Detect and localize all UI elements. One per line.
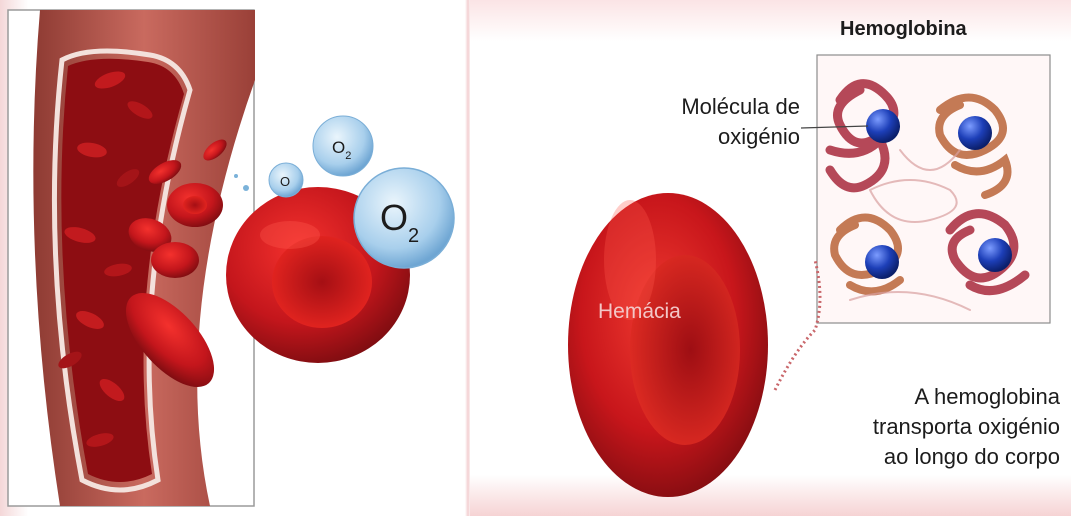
caption-line-2: transporta oxigénio xyxy=(810,412,1060,442)
oxygen-label-line-1: Molécula de xyxy=(640,92,800,122)
red-blood-cell xyxy=(568,193,768,497)
blood-vessel-illustration: O2 O O2 xyxy=(0,0,470,516)
o2-small-label: O xyxy=(280,174,290,189)
heme-1 xyxy=(866,109,900,143)
heme-4 xyxy=(978,238,1012,272)
hemoglobin-title: Hemoglobina xyxy=(840,18,967,41)
heme-3 xyxy=(865,245,899,279)
red-cell-label: Hemácia xyxy=(598,300,681,324)
caption-line-1: A hemoglobina xyxy=(810,382,1060,412)
oxygen-molecule-label: Molécula de oxigénio xyxy=(640,92,800,152)
heme-2 xyxy=(958,116,992,150)
blood-vessel-panel: O2 O O2 xyxy=(0,0,470,516)
oxygen-label-line-2: oxigénio xyxy=(640,122,800,152)
hemoglobin-strand xyxy=(775,260,820,390)
hemoglobin-caption: A hemoglobina transporta oxigénio ao lon… xyxy=(810,382,1060,472)
caption-line-3: ao longo do corpo xyxy=(810,442,1060,472)
